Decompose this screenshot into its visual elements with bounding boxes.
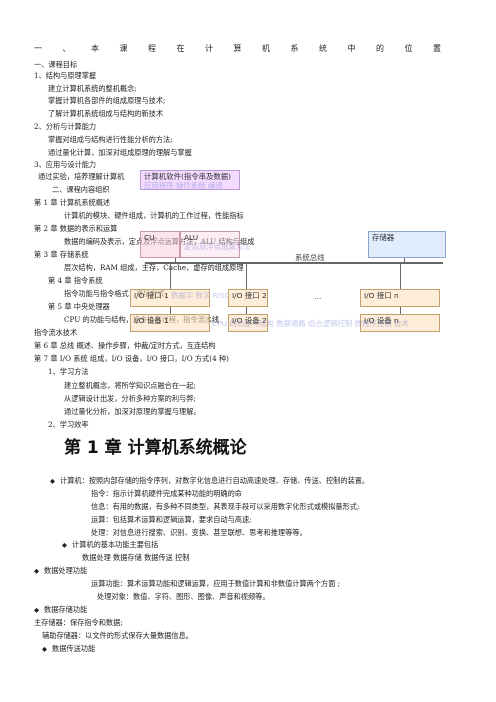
outline-line: 1、结构与原理掌握 (34, 71, 97, 80)
io-interface-n-label: I/O 接口 n (364, 291, 399, 300)
chapter-line: 第 1 章 计算机系统概述 (34, 198, 111, 207)
device-connector (400, 307, 401, 314)
diagram-ghost-text: CPU 的功能与结构 数据通路 组合逻辑控制 微程序控制 技术 (212, 319, 409, 328)
chapter-line: 第 5 章 中央处理器 (48, 302, 110, 311)
bus-connector (400, 264, 401, 289)
bullet-item: 数据存储功能 (34, 605, 87, 615)
outline-line: 建立整机概念，将所学知识点融合在一起; (64, 381, 196, 390)
chapter-line: 第 4 章 指令系统 (48, 276, 103, 285)
outline-line: 掌握对组成与结构进行性能分析的方法; (48, 135, 173, 144)
bullet-item: 计算机的基本功能主要包括 (62, 540, 158, 550)
bullet-item: 数据传送功能 (42, 644, 95, 654)
outline-line: 掌握计算机各部件的组成原理与技术; (48, 96, 166, 105)
chapter-line: 第 3 章 存储系统 (34, 250, 89, 259)
page-heading: 一、本课程在计算机系统中的位置 (34, 44, 462, 53)
io-interface-2-label: I/O 接口 2 (232, 291, 267, 300)
body-line: 信息：有用的数据，有多种不同类型，其表现手段可以采用数字化形式或模拟量形式; (91, 502, 360, 511)
bullet-item: 数据处理功能 (34, 566, 87, 576)
io-interface-2: I/O 接口 2 (228, 289, 268, 307)
section-title: 一、课程目标 (34, 60, 78, 69)
io-device-1: I/O 设备 1 (130, 314, 210, 332)
io-device-n: I/O 设备 n (360, 314, 440, 332)
device-connector (246, 307, 247, 314)
ellipsis: … (314, 292, 322, 301)
io-ghost-text: 数据字 数字 RISC (171, 291, 230, 300)
io-interface-1-label: I/O 接口 1 (134, 291, 169, 300)
io-device-2: I/O 设备 2 (228, 314, 268, 332)
bus-connector (404, 258, 405, 263)
section-title: 二、课程内容组织 (52, 185, 110, 194)
outline-line: 从逻辑设计出发，分析多种方案的利与弊; (64, 394, 196, 403)
outline-line: 建立计算机系统的整机概念; (48, 84, 137, 93)
chapter-detail: 指令功能与指令格式，寻址方式 (64, 289, 165, 298)
cu-box: CU (140, 231, 180, 258)
body-line: 处理：对信息进行搜索、识别、变换、甚至联想、思考和推理等等。 (91, 528, 307, 537)
outline-line: 通过量化分析，加深对原理的掌握与理解。 (64, 407, 201, 416)
outline-line: 了解计算机系统组成与结构的新技术 (48, 109, 164, 118)
outline-line: 2、分析与计算能力 (34, 122, 97, 131)
software-box: 计算机软件(指令串及数据) 应用程序 操作系统 编译 (140, 170, 240, 190)
bus-connector (175, 258, 176, 263)
memory-label: 存储器 (372, 233, 395, 242)
body-line: 指令：指示计算机硬件完成某种功能的明确的命 (91, 489, 242, 498)
bus-connector (246, 264, 247, 289)
software-label: 计算机软件(指令串及数据) (144, 172, 232, 181)
memory-box: 存储器 (368, 231, 446, 258)
chapter-line: 第 6 章 总线 概述、操作步骤，仲裁/定时方式，互连结构 (34, 341, 216, 350)
chapter-title: 第 1 章 计算机系统概论 (64, 438, 247, 458)
io-device-n-label: I/O 设备 n (364, 316, 399, 325)
io-device-1-label: I/O 设备 1 (134, 316, 169, 325)
bus-label: 系统总线 (295, 253, 325, 262)
io-interface-1: I/O 接口 1 数据字 数字 RISC (130, 289, 230, 307)
chapter-detail: 指令流水技术 (34, 328, 78, 337)
body-line: 运算功能：算术运算功能和逻辑运算，应用于数值计算和非数值计算两个方面 ; (91, 579, 341, 588)
cu-label: CU (144, 233, 155, 242)
chapter-line: 第 2 章 数据的表示和运算 (34, 224, 118, 233)
device-connector (170, 307, 171, 314)
system-bus (145, 262, 443, 264)
bus-connector (170, 264, 171, 289)
section-title: 1、学习方法 (48, 367, 89, 376)
outline-line: 通过实验，培养理解计算机 (38, 172, 125, 181)
chapter-line: 第 7 章 I/O 系统 组成，I/O 设备，I/O 接口，I/O 方式(4 种… (34, 354, 229, 363)
alu-label: ALU (184, 233, 199, 242)
io-interface-n: I/O 接口 n (360, 289, 440, 307)
io-device-2-label: I/O 设备 2 (232, 316, 267, 325)
software-ghost-text: 应用程序 操作系统 编译 (144, 181, 223, 190)
body-line: 运算：包括算术运算和逻辑运算，要求自动与高速; (91, 515, 252, 524)
body-line: 辅助存储器：以文件的形式保存大量数据信息。 (42, 631, 193, 640)
alu-ghost-text: 定点及浮点运算方法 (184, 242, 251, 251)
function-list: 数据处理 数据存储 数据传送 控制 (82, 553, 190, 562)
bullet-item: 计算机：按照内部存储的指令序列，对数字化信息进行自动高速处理、存储、传送、控制的… (50, 476, 369, 486)
body-line: 主存储器：保存指令和数据; (34, 618, 123, 627)
chapter-detail: 层次结构，RAM 组成，主存，Cache，虚存的组成原理 (64, 263, 244, 272)
section-title: 2、学习效率 (48, 420, 89, 429)
chapter-detail: 计算机的模块、硬件组成，计算机的工作过程，性能指标 (64, 211, 244, 220)
alu-box: ALU 定点及浮点运算方法 (180, 231, 251, 258)
outline-line: 3、应用与设计能力 (34, 160, 97, 169)
body-line: 处理对象：数值、字符、图形、图像、声音和视频等。 (97, 592, 270, 601)
outline-line: 通过量化计算，加深对组成原理的理解与掌握 (48, 148, 192, 157)
